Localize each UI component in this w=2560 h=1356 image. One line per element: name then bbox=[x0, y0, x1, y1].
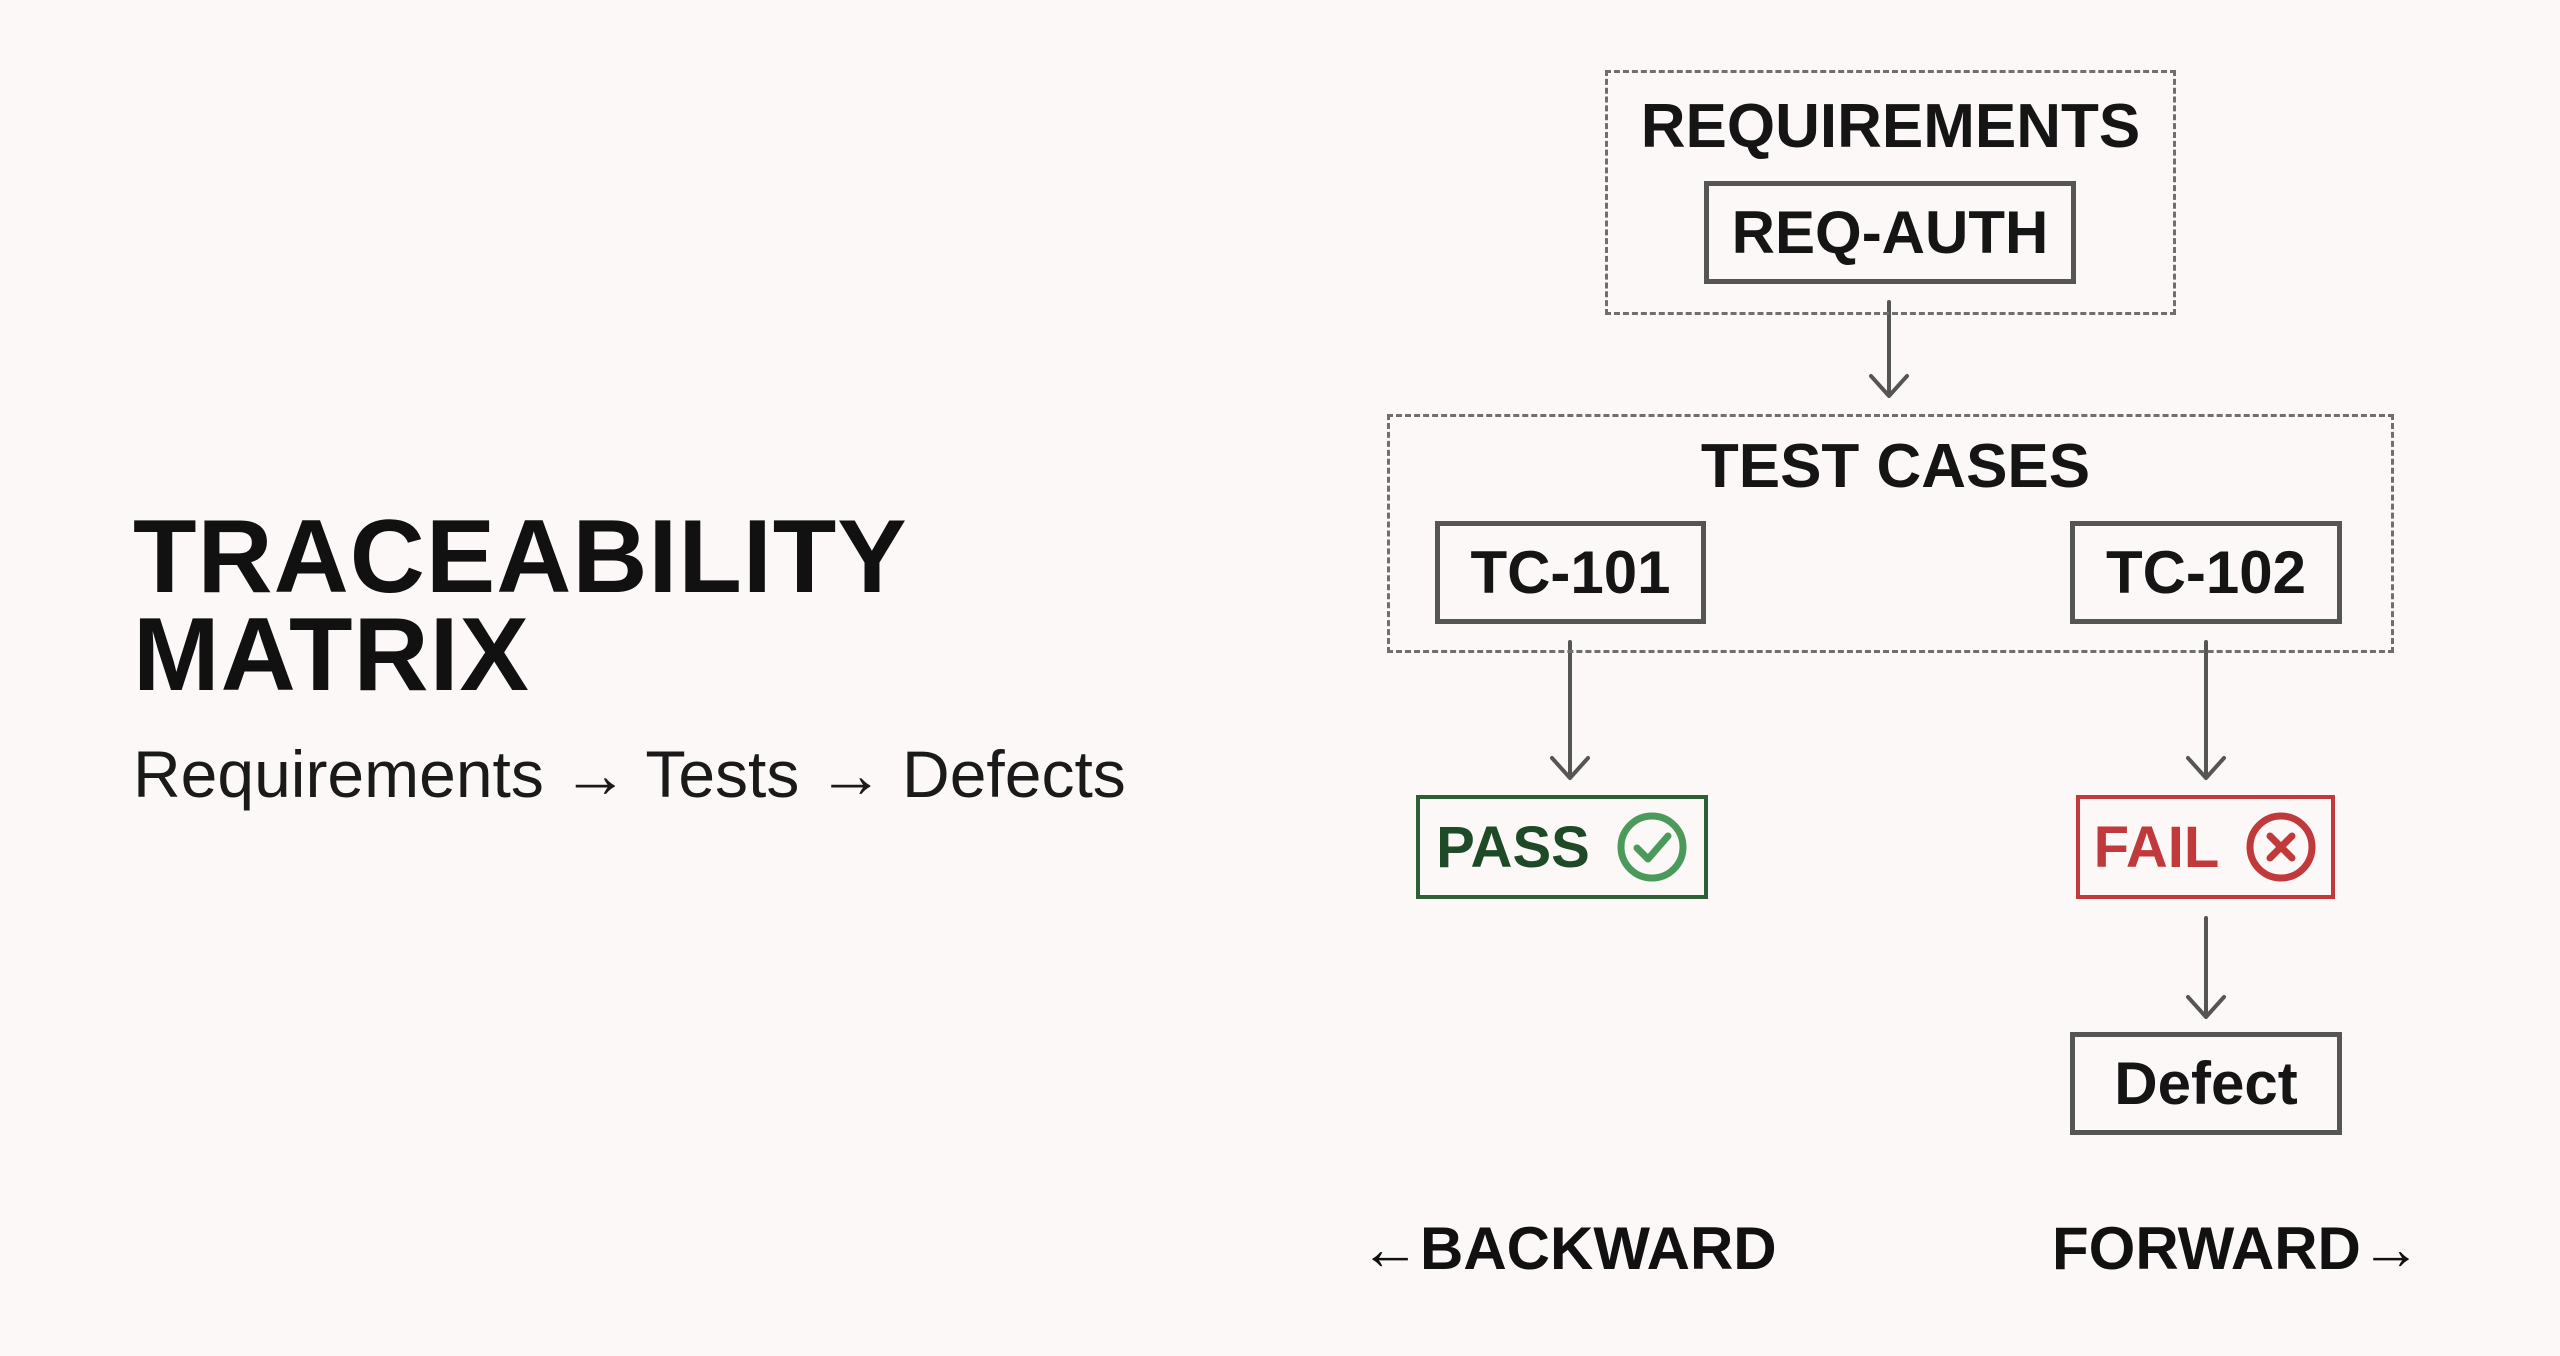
tc-102-node: TC-102 bbox=[2070, 521, 2342, 624]
forward-label: FORWARD bbox=[2052, 1215, 2361, 1282]
forward-direction: FORWARD → bbox=[2052, 1214, 2421, 1283]
pass-label: PASS bbox=[1436, 814, 1590, 880]
arrow-fail-to-defect bbox=[2186, 916, 2226, 1019]
test-cases-group: TEST CASES bbox=[1387, 414, 2394, 653]
arrow-right-icon: → bbox=[2360, 1215, 2421, 1282]
defect-node: Defect bbox=[2070, 1032, 2342, 1135]
backward-label: BACKWARD bbox=[1420, 1215, 1777, 1282]
arrow-tc101-to-pass bbox=[1550, 640, 1590, 780]
check-circle-icon bbox=[1617, 812, 1687, 882]
test-cases-group-label: TEST CASES bbox=[1700, 432, 2091, 501]
title-line-2: MATRIX bbox=[133, 597, 530, 713]
fail-status: FAIL bbox=[2076, 795, 2335, 899]
pass-status: PASS bbox=[1416, 795, 1708, 899]
req-auth-node: REQ-AUTH bbox=[1704, 181, 2076, 284]
backward-direction: ← BACKWARD bbox=[1360, 1214, 1777, 1283]
requirements-group: REQUIREMENTS bbox=[1605, 70, 2176, 315]
arrow-req-to-tests bbox=[1869, 300, 1909, 398]
diagram-title: TRACEABILITY MATRIX bbox=[133, 499, 908, 713]
arrow-left-icon: ← bbox=[1360, 1215, 1420, 1282]
arrow-tc102-to-fail bbox=[2186, 640, 2226, 780]
tc-101-node: TC-101 bbox=[1435, 521, 1706, 624]
fail-label: FAIL bbox=[2093, 814, 2220, 880]
requirements-group-label: REQUIREMENTS bbox=[1640, 92, 2141, 161]
title-line-1: TRACEABILITY bbox=[133, 499, 908, 615]
x-circle-icon bbox=[2246, 812, 2316, 882]
diagram-subtitle: Requirements → Tests → Defects bbox=[133, 737, 1126, 811]
